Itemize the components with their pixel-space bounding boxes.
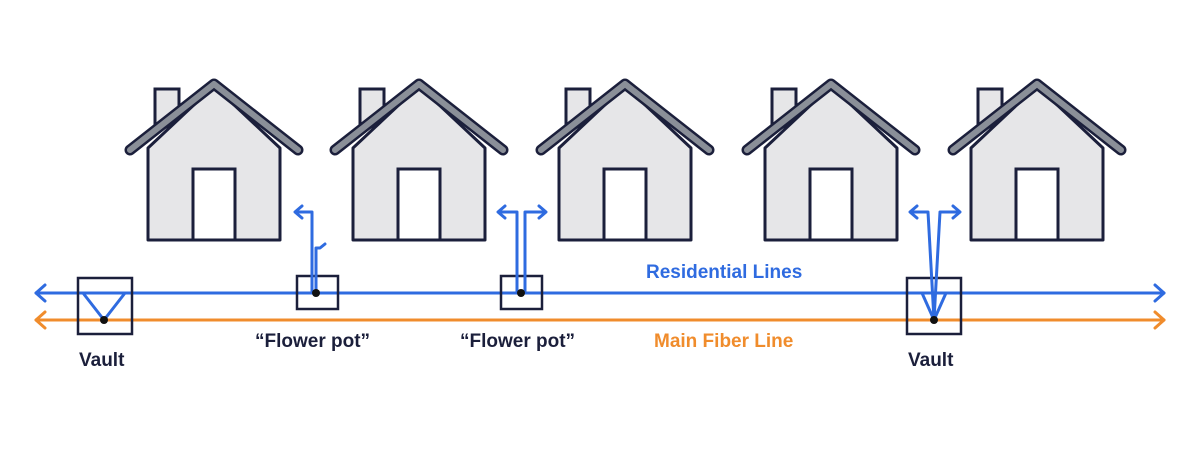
residential-lines-label: Residential Lines (646, 262, 803, 283)
house-1 (124, 78, 304, 242)
flower-pot-2-arrow-to-house-3 (537, 204, 548, 220)
residential-arrow-left (34, 283, 47, 303)
house-3-door (602, 167, 648, 242)
fiber-main-line (34, 310, 1166, 330)
vault-left-box (76, 276, 134, 336)
vault-right-junction (930, 316, 938, 324)
house-4-door (808, 167, 854, 242)
main-fiber-line-label: Main Fiber Line (654, 331, 794, 352)
house-5 (947, 78, 1127, 242)
house-3 (535, 78, 715, 242)
house-1-door (191, 167, 237, 242)
fiber-arrow-left (34, 310, 47, 330)
vault-right-arrow-to-house-5 (951, 204, 962, 220)
vault-left-junction (100, 316, 108, 324)
flower-pot-2-box (496, 204, 548, 311)
flower-pot-1-arrow-to-house-1 (293, 204, 304, 220)
residential-main-line (34, 283, 1166, 303)
flower-pot-1-box (293, 204, 340, 311)
vault-right-box (905, 204, 963, 336)
vault-left-label: Vault (79, 350, 125, 371)
residential-arrow-right (1153, 283, 1166, 303)
vault-right-label: Vault (908, 350, 954, 371)
house-2 (329, 78, 509, 242)
vault-right-arrow-to-house-4 (908, 204, 919, 220)
flower-pot-2-label: “Flower pot” (460, 331, 576, 352)
flower-pot-2-arrow-to-house-2 (496, 204, 507, 220)
house-4 (741, 78, 921, 242)
house-2-door (396, 167, 442, 242)
fiber-arrow-right (1153, 310, 1166, 330)
flower-pot-2-junction (517, 289, 525, 297)
house-5-door (1014, 167, 1060, 242)
flower-pot-1-junction (312, 289, 320, 297)
flower-pot-1-label: “Flower pot” (255, 331, 371, 352)
